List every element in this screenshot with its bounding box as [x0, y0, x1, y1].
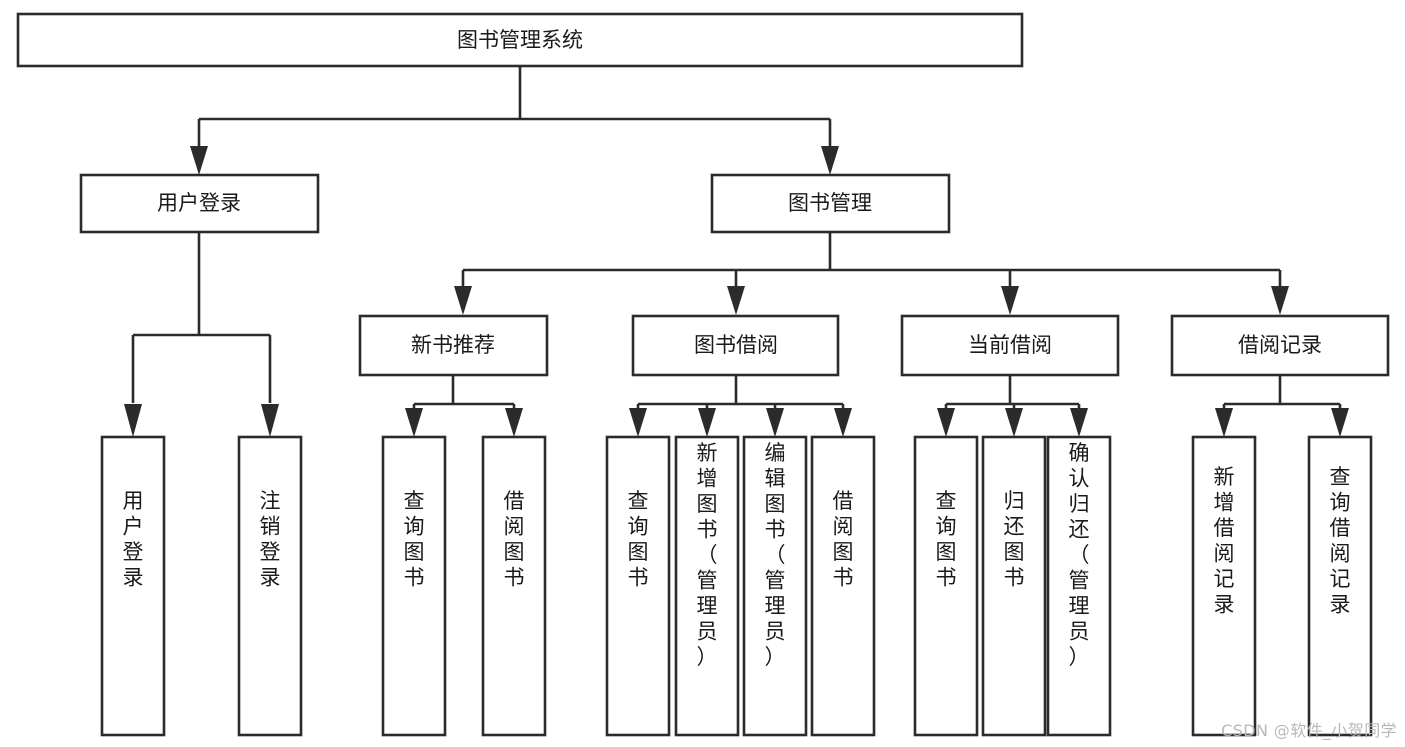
leaf-add-book[interactable]: 新增图书（管理员） [674, 435, 740, 737]
arrow-bookmgmt-borrow [727, 286, 745, 315]
connector-layer [124, 66, 1349, 437]
node-login[interactable]: 用户登录 [79, 173, 320, 234]
leaf-add-record[interactable]: 新增借阅记录 [1191, 435, 1257, 737]
node-record[interactable]: 借阅记录 [1170, 314, 1390, 377]
leaf-borrow-book-2[interactable]: 借阅图书 [810, 435, 876, 737]
arrow-current-leaf-2 [1005, 408, 1023, 437]
leaf-edit-book-label: 编辑图书（管理员） [765, 441, 786, 669]
node-newbook[interactable]: 新书推荐 [358, 314, 549, 377]
leaf-return-book-label: 归还图书 [1004, 489, 1025, 590]
arrow-bookmgmt-record [1271, 286, 1289, 315]
leaf-add-record-label: 新增借阅记录 [1214, 465, 1235, 617]
leaf-query-record-box[interactable] [1307, 435, 1373, 737]
node-borrow-box[interactable] [631, 314, 840, 377]
leaf-query-book-2[interactable]: 查询图书 [605, 435, 671, 737]
node-borrow-label: 图书借阅 [694, 333, 778, 357]
arrow-borrow-leaf-4 [834, 408, 852, 437]
node-current-label: 当前借阅 [968, 333, 1052, 357]
leaf-query-book-3-label: 查询图书 [936, 489, 957, 590]
leaf-query-book-1[interactable]: 查询图书 [381, 435, 447, 737]
node-newbook-box[interactable] [358, 314, 549, 377]
leaf-borrow-book-2-label: 借阅图书 [833, 489, 854, 590]
leaf-add-book-box[interactable] [674, 435, 740, 737]
leaf-query-book-3[interactable]: 查询图书 [913, 435, 979, 737]
node-login-box[interactable] [79, 173, 320, 234]
leaf-confirm-return-box[interactable] [1046, 435, 1112, 737]
arrow-newbook-leaf-2 [505, 408, 523, 437]
leaf-query-record[interactable]: 查询借阅记录 [1307, 435, 1373, 737]
leaf-add-book-label: 新增图书（管理员） [697, 441, 718, 669]
arrow-borrow-leaf-1 [629, 408, 647, 437]
node-record-label: 借阅记录 [1238, 333, 1322, 357]
arrow-borrow-leaf-2 [698, 408, 716, 437]
leaf-user-logout-label: 注销登录 [260, 489, 281, 590]
node-current-box[interactable] [900, 314, 1120, 377]
csdn-watermark: CSDN @软件_小贺同学 [1221, 721, 1397, 740]
leaf-user-login-label: 用户登录 [123, 489, 144, 590]
leaf-user-login-box[interactable] [100, 435, 166, 737]
leaf-add-record-box[interactable] [1191, 435, 1257, 737]
leaf-query-book-2-label: 查询图书 [628, 489, 649, 590]
leaf-borrow-book-1-box[interactable] [481, 435, 547, 737]
arrow-current-leaf-1 [937, 408, 955, 437]
node-newbook-label: 新书推荐 [411, 333, 495, 357]
node-root-label: 图书管理系统 [457, 28, 583, 52]
leaf-borrow-book-1-label: 借阅图书 [504, 489, 525, 590]
leaf-edit-book[interactable]: 编辑图书（管理员） [742, 435, 808, 737]
leaf-query-record-label: 查询借阅记录 [1330, 465, 1351, 617]
arrow-bookmgmt-newbook [454, 286, 472, 315]
leaf-borrow-book-1[interactable]: 借阅图书 [481, 435, 547, 737]
arrow-record-leaf-1 [1215, 408, 1233, 437]
node-bookmgmt-box[interactable] [710, 173, 951, 234]
arrow-record-leaf-2 [1331, 408, 1349, 437]
leaf-user-login[interactable]: 用户登录 [100, 435, 166, 737]
node-record-box[interactable] [1170, 314, 1390, 377]
arrow-bookmgmt-current [1001, 286, 1019, 315]
arrow-root-to-login [190, 146, 208, 175]
leaf-query-book-2-box[interactable] [605, 435, 671, 737]
leaf-query-book-1-box[interactable] [381, 435, 447, 737]
arrow-borrow-leaf-3 [766, 408, 784, 437]
node-login-label: 用户登录 [157, 191, 241, 215]
leaf-query-book-1-label: 查询图书 [404, 489, 425, 590]
node-root[interactable]: 图书管理系统 [16, 12, 1024, 68]
node-borrow[interactable]: 图书借阅 [631, 314, 840, 377]
leaf-confirm-return-label: 确认归还（管理员） [1069, 441, 1090, 669]
leaf-borrow-book-2-box[interactable] [810, 435, 876, 737]
leaf-return-book-box[interactable] [981, 435, 1047, 737]
leaf-user-logout[interactable]: 注销登录 [237, 435, 303, 737]
leaf-return-book[interactable]: 归还图书 [981, 435, 1047, 737]
leaf-edit-book-box[interactable] [742, 435, 808, 737]
leaf-user-logout-box[interactable] [237, 435, 303, 737]
node-current[interactable]: 当前借阅 [900, 314, 1120, 377]
leaf-confirm-return[interactable]: 确认归还（管理员） [1046, 435, 1112, 737]
node-bookmgmt[interactable]: 图书管理 [710, 173, 951, 234]
arrow-login-leaf-1 [124, 404, 142, 437]
arrow-login-leaf-2 [261, 404, 279, 437]
node-root-box[interactable] [16, 12, 1024, 68]
arrow-current-leaf-3 [1070, 408, 1088, 437]
leaf-query-book-3-box[interactable] [913, 435, 979, 737]
node-bookmgmt-label: 图书管理 [788, 191, 872, 215]
arrow-newbook-leaf-1 [405, 408, 423, 437]
arrow-root-to-bookmgmt [821, 146, 839, 175]
